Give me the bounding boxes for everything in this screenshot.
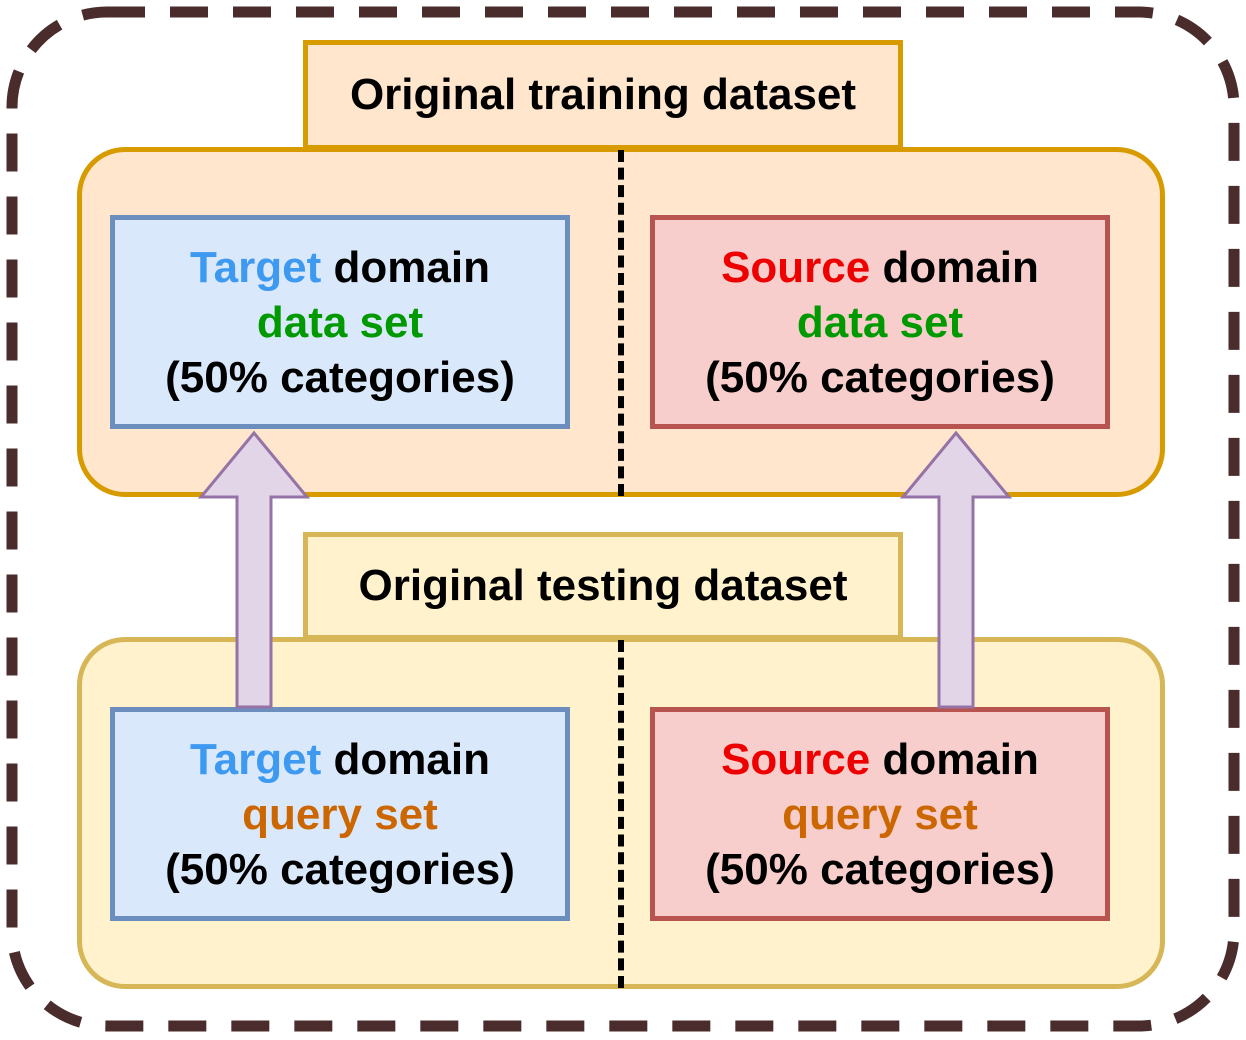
source-domain-line: Source domain — [721, 240, 1039, 295]
domain-word: domain — [321, 734, 490, 784]
data-set-label: data set — [256, 297, 424, 347]
training-header: Original training dataset — [303, 40, 903, 150]
target-domain-query-set: Target domain query set (50% categories) — [110, 707, 570, 921]
testing-header: Original testing dataset — [303, 532, 903, 640]
source-domain-query-set: Source domain query set (50% categories) — [650, 707, 1110, 921]
categories-label: (50% categories) — [165, 844, 515, 894]
training-header-label: Original training dataset — [349, 70, 857, 119]
testing-divider — [618, 640, 624, 988]
domain-word: domain — [870, 242, 1039, 292]
target-domain-data-set: Target domain data set (50% categories) — [110, 215, 570, 429]
target-domain-line: Target domain — [190, 732, 490, 787]
source-word: Source — [721, 242, 871, 292]
target-word: Target — [190, 242, 322, 292]
target-word: Target — [190, 734, 322, 784]
source-word: Source — [721, 734, 871, 784]
domain-word: domain — [870, 734, 1039, 784]
query-set-label: query set — [782, 789, 978, 839]
source-domain-line: Source domain — [721, 732, 1039, 787]
target-domain-line: Target domain — [190, 240, 490, 295]
domain-word: domain — [321, 242, 490, 292]
categories-label: (50% categories) — [165, 352, 515, 402]
data-set-label: data set — [796, 297, 964, 347]
testing-header-label: Original testing dataset — [358, 561, 848, 610]
categories-label: (50% categories) — [705, 844, 1055, 894]
training-divider — [618, 150, 624, 496]
source-domain-data-set: Source domain data set (50% categories) — [650, 215, 1110, 429]
query-set-label: query set — [242, 789, 438, 839]
categories-label: (50% categories) — [705, 352, 1055, 402]
